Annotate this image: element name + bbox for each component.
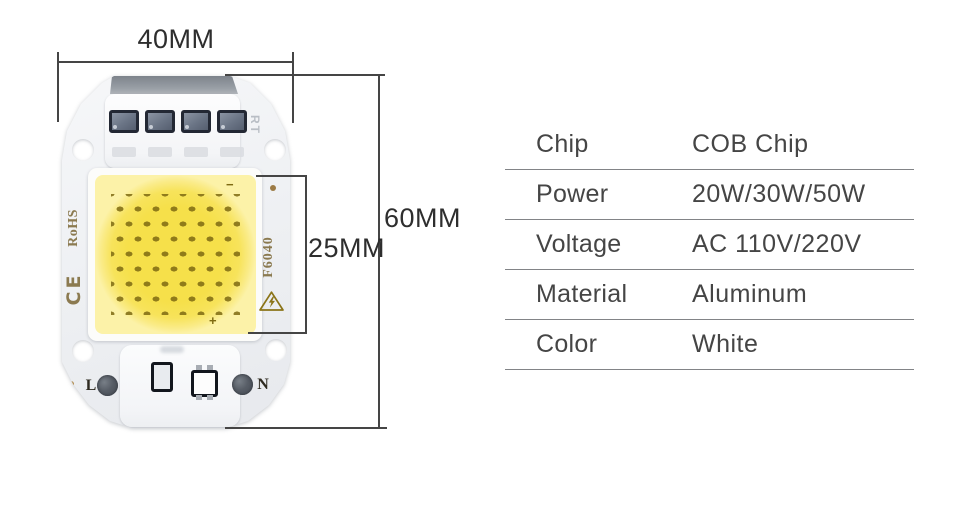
model-number-marking: F6040	[261, 236, 276, 278]
dimension-label-width: 40MM	[137, 24, 215, 54]
polarity-plus-marking: +	[209, 313, 217, 328]
chip-aluminum-body: RT − + RoHS CE F6040 L	[62, 76, 290, 428]
led-chip-module: RT − + RoHS CE F6040 L	[62, 76, 290, 428]
chip-top-bevel-edge	[110, 76, 238, 94]
solder-pad	[184, 147, 208, 157]
spec-row-chip: Chip COB Chip	[505, 120, 914, 170]
terminal-section	[120, 345, 240, 427]
driver-ic-component	[191, 365, 218, 397]
spec-value: COB Chip	[692, 130, 809, 158]
smd-component	[181, 110, 211, 133]
led-emitter-surround: − +	[88, 168, 262, 341]
ce-marking: CE	[63, 272, 85, 306]
dimension-line-height	[378, 74, 380, 429]
terminal-label-l: L	[85, 377, 97, 394]
spec-label: Power	[536, 180, 609, 208]
smd-component	[109, 110, 139, 133]
dimension-label-led-area: 25MM	[308, 233, 386, 263]
smd-component	[145, 110, 175, 133]
bridge-rectifier-component	[151, 362, 173, 392]
terminal-label-n: N	[257, 376, 269, 393]
mounting-hole	[265, 339, 287, 361]
spec-row-material: Material Aluminum	[505, 270, 914, 320]
mounting-hole	[72, 139, 94, 161]
dimension-extension-line	[225, 427, 387, 429]
dimension-extension-line	[256, 175, 307, 177]
solder-pad	[148, 147, 172, 157]
solder-pad	[112, 147, 136, 157]
surface-smudge	[160, 346, 184, 353]
dimension-label-height: 60MM	[384, 203, 462, 233]
dimension-line-width	[58, 61, 294, 63]
dimension-tick	[57, 52, 59, 122]
led-dot-grid	[111, 194, 240, 315]
mounting-hole	[72, 340, 94, 362]
spec-label: Color	[536, 330, 598, 358]
spec-label: Chip	[536, 130, 589, 158]
spec-value: White	[692, 330, 759, 358]
spec-row-color: Color White	[505, 320, 914, 370]
rohs-marking: RoHS	[66, 209, 81, 247]
led-emitter-area: − +	[95, 175, 256, 334]
spec-value: Aluminum	[692, 280, 808, 308]
solder-pad	[220, 147, 244, 157]
rt-marking: RT	[248, 115, 262, 135]
mounting-hole	[264, 139, 286, 161]
polarity-minus-marking: −	[226, 177, 234, 192]
spec-row-power: Power 20W/30W/50W	[505, 170, 914, 220]
smd-component	[217, 110, 247, 133]
dimension-extension-line	[248, 332, 307, 334]
spec-value: AC 110V/220V	[692, 230, 862, 258]
spec-table: Chip COB Chip Power 20W/30W/50W Voltage …	[505, 120, 914, 370]
spec-label: Voltage	[536, 230, 622, 258]
fiducial-dot	[270, 185, 276, 191]
spec-label: Material	[536, 280, 628, 308]
high-voltage-warning-icon	[259, 291, 284, 311]
dimension-extension-line	[225, 74, 385, 76]
spec-row-voltage: Voltage AC 110V/220V	[505, 220, 914, 270]
dimension-line-led-area	[305, 175, 307, 334]
fiducial-dot	[68, 381, 74, 387]
terminal-pad-l	[97, 375, 118, 396]
dimension-tick	[292, 52, 294, 123]
spec-value: 20W/30W/50W	[692, 180, 866, 208]
terminal-pad-n	[232, 374, 253, 395]
